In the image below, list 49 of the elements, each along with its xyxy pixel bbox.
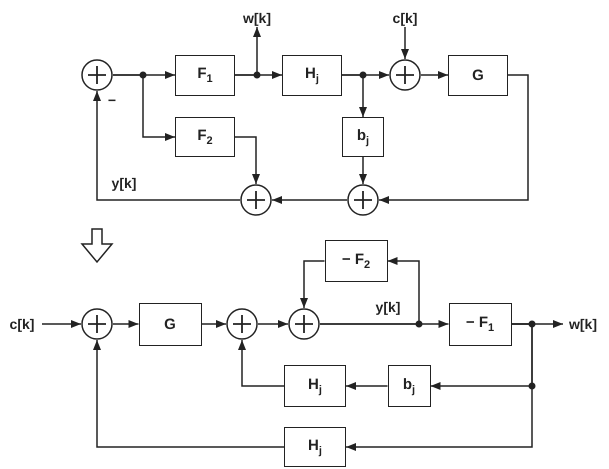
block-box — [324, 240, 388, 282]
block-label: G — [472, 66, 484, 84]
block-box — [175, 54, 235, 96]
block-label: F$_{2}$ — [197, 127, 213, 147]
arrow — [238, 340, 284, 387]
block-label: F$_{1}$ — [197, 65, 213, 85]
arrow — [272, 196, 347, 204]
arrow — [346, 323, 533, 451]
block-label: − F$_{1}$ — [466, 314, 494, 334]
block-box — [342, 117, 384, 157]
arrow — [359, 157, 367, 184]
block-box — [282, 54, 342, 96]
block-box — [175, 117, 235, 157]
signal-label: w[k] — [563, 315, 603, 333]
arrow — [93, 340, 284, 448]
arrow — [320, 257, 420, 325]
block-box — [448, 54, 508, 96]
arrow — [202, 320, 226, 328]
block-label: H$_{j}$ — [308, 376, 322, 396]
block-box — [284, 427, 346, 467]
block-box — [448, 302, 512, 346]
block-label: b$_{j}$ — [402, 376, 416, 396]
block-box — [388, 365, 430, 407]
block-label: H$_{j}$ — [305, 65, 319, 85]
sign-label: − — [106, 92, 118, 108]
block-label: G — [164, 316, 176, 332]
block-label: − F$_{2}$ — [342, 251, 370, 271]
arrow — [113, 320, 138, 328]
arrow — [421, 71, 448, 79]
signal-label: w[k] — [237, 9, 277, 27]
arrow — [258, 320, 288, 328]
arrow — [379, 74, 529, 204]
arrow — [346, 382, 388, 390]
arrow — [235, 27, 261, 76]
edge-label: y[k] — [110, 175, 138, 191]
arrow — [113, 74, 175, 141]
edge-label: y[k] — [374, 299, 402, 315]
arrow — [93, 91, 240, 201]
signal-label: c[k] — [385, 9, 425, 27]
block-label: b$_{j}$ — [356, 127, 370, 147]
arrow — [42, 320, 81, 328]
arrow — [401, 27, 409, 59]
block-label: H$_{j}$ — [308, 437, 322, 457]
arrow — [235, 136, 260, 184]
block-box — [138, 302, 202, 346]
block-box — [284, 365, 346, 407]
signal-label: c[k] — [2, 315, 42, 333]
arrow — [300, 260, 324, 308]
arrow — [342, 74, 367, 117]
